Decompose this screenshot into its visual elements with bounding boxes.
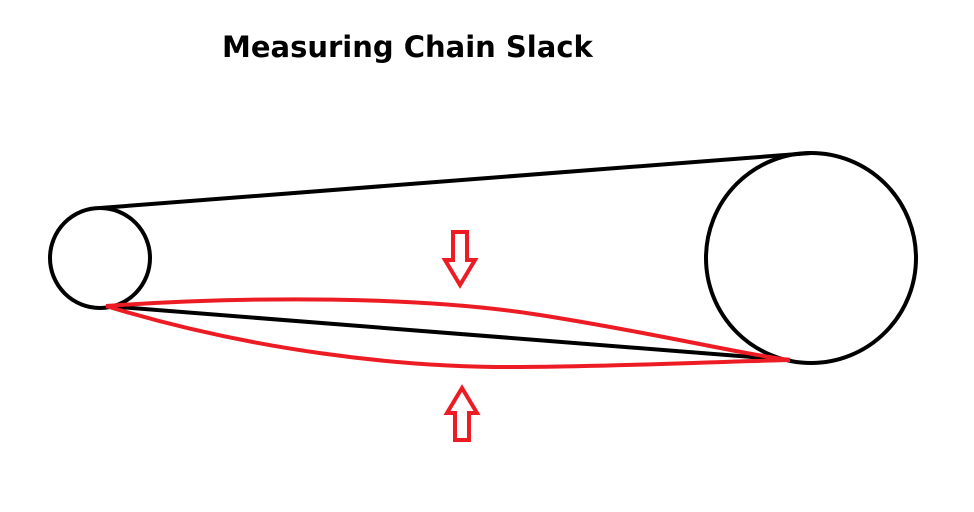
small-sprocket — [48, 206, 152, 310]
slack-upper-curve — [105, 297, 791, 362]
slack-lower-curve — [105, 304, 791, 370]
arrow-up-icon — [443, 384, 481, 442]
bottom-chain-run — [105, 304, 791, 362]
diagram-title: Measuring Chain Slack — [222, 30, 593, 64]
top-chain-run — [99, 151, 812, 210]
arrow-down-icon — [441, 230, 479, 289]
large-sprocket — [704, 151, 918, 365]
